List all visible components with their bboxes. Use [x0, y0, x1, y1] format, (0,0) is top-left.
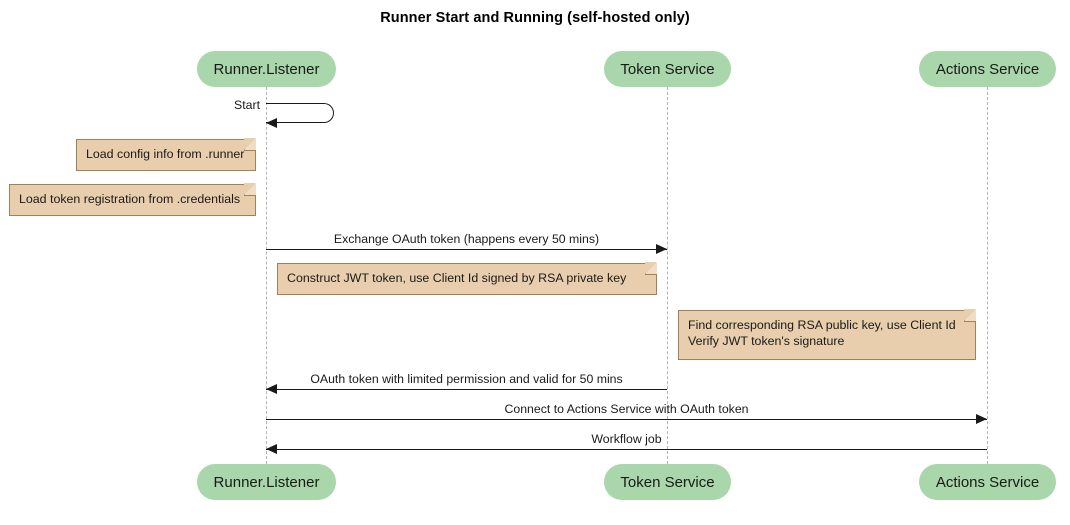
participant-label: Actions Service [935, 60, 1040, 78]
message-arrowhead-workflow-job [266, 444, 277, 455]
participant-runner-bottom[interactable]: Runner.Listener [197, 464, 336, 500]
self-message-start-loop [266, 103, 334, 123]
participant-label: Actions Service [935, 473, 1040, 491]
self-message-start-arrowhead [266, 117, 277, 128]
note-text: Load config info from .runner [86, 147, 245, 161]
message-label-connect-actions-service: Connect to Actions Service with OAuth to… [504, 402, 749, 416]
note-text: Construct JWT token, use Client Id signe… [287, 271, 627, 285]
participant-actions-bottom[interactable]: Actions Service [919, 464, 1056, 500]
lifeline-actions [987, 87, 988, 464]
note-fold-corner-icon [244, 138, 256, 151]
note-fold-corner-icon [964, 309, 976, 322]
note-load-token-registration: Load token registration from .credential… [9, 183, 256, 216]
participant-label: Runner.Listener [213, 60, 320, 78]
note-fold-corner-icon [244, 183, 256, 196]
note-verify-jwt-token: Find corresponding RSA public key, use C… [678, 309, 976, 360]
participant-label: Token Service [620, 473, 715, 491]
message-label-start: Start [234, 98, 260, 112]
note-text: Load token registration from .credential… [19, 192, 241, 206]
message-arrowhead-connect-actions-service [976, 414, 987, 425]
participant-token-bottom[interactable]: Token Service [604, 464, 731, 500]
note-construct-jwt-token: Construct JWT token, use Client Id signe… [277, 262, 657, 295]
message-arrowhead-oauth-token-reply [266, 384, 277, 395]
page-title: Runner Start and Running (self-hosted on… [380, 10, 690, 26]
participant-label: Runner.Listener [213, 473, 320, 491]
note-load-config: Load config info from .runner [76, 138, 256, 171]
lifeline-runner [266, 87, 267, 464]
message-arrowhead-exchange-oauth-token [656, 244, 667, 255]
message-label-workflow-job: Workflow job [591, 432, 662, 446]
participant-token-top[interactable]: Token Service [604, 51, 731, 87]
note-text: Find corresponding RSA public key, use C… [688, 318, 956, 348]
note-fold-corner-icon [645, 262, 657, 275]
participant-actions-top[interactable]: Actions Service [919, 51, 1056, 87]
lifeline-token [667, 87, 668, 464]
message-line-oauth-token-reply [266, 389, 667, 390]
participant-runner-top[interactable]: Runner.Listener [197, 51, 336, 87]
message-label-exchange-oauth-token: Exchange OAuth token (happens every 50 m… [333, 232, 600, 246]
message-line-workflow-job [266, 449, 987, 450]
message-line-connect-actions-service [266, 419, 987, 420]
message-label-oauth-token-reply: OAuth token with limited permission and … [310, 372, 623, 386]
participant-label: Token Service [620, 60, 715, 78]
message-line-exchange-oauth-token [266, 249, 667, 250]
